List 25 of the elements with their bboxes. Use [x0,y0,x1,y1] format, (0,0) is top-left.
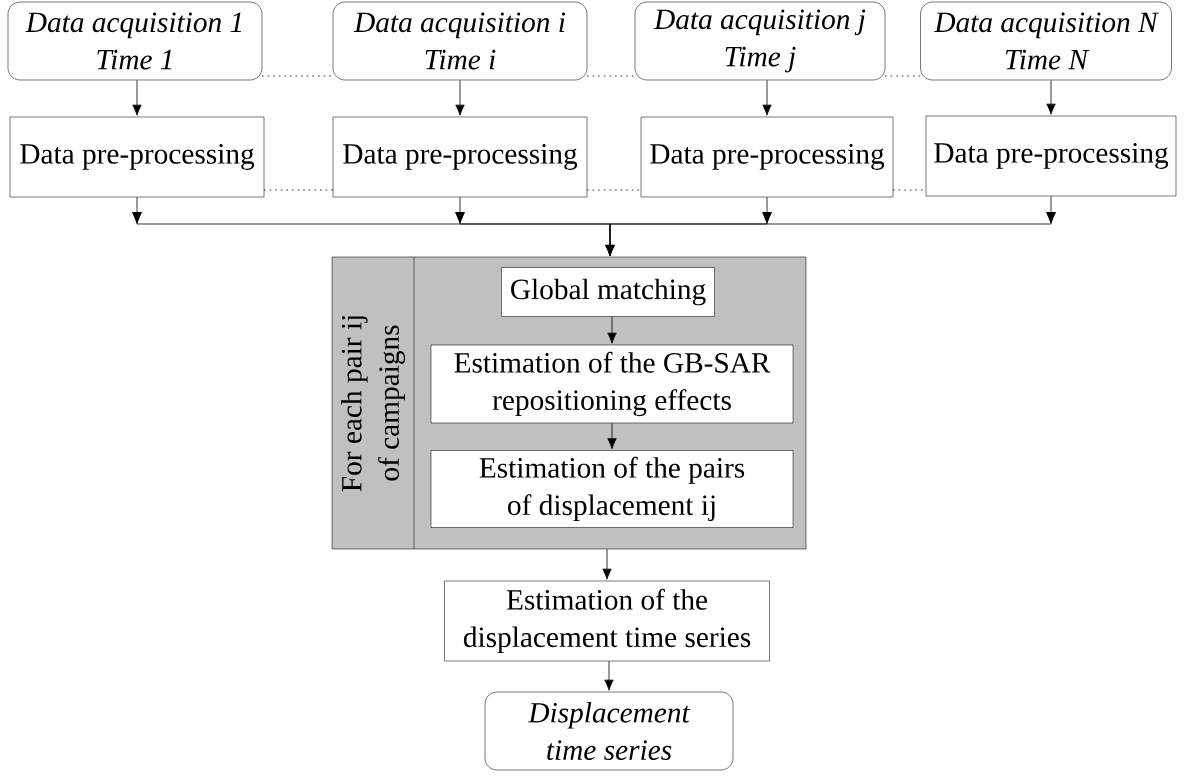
arrow [607,316,617,344]
process-box: Data pre-processing [9,116,265,198]
arrow [1046,79,1056,115]
dotted-line [263,189,334,191]
dotted-line [884,75,921,77]
rounded-box: Data acquisition 1 Time 1 [7,1,263,81]
process-box: Data pre-processing [332,116,588,198]
arrow [607,422,617,450]
arrow [604,660,614,691]
arrow [455,79,465,116]
arrow [602,548,612,580]
process-box: Data pre-processing [640,116,894,198]
process-box: Global matching [501,267,715,317]
process-box: Estimation of the GB-SAR repositioning effects [430,344,794,424]
rounded-box: Displacement time series [484,691,734,771]
process-box: Estimation of the pairs of displacement ij [430,450,794,528]
process-box: Estimation of the displacement time series [444,580,770,662]
rounded-box: Data acquisition j Time j [634,1,886,81]
arrow [605,195,1056,256]
rounded-box: Data acquisition N Time N [920,1,1172,81]
arrow [132,79,142,116]
dotted-line [586,75,636,77]
process-box: Data pre-processing [925,115,1177,197]
rounded-box: Data acquisition i Time i [332,1,588,81]
arrow [762,79,772,116]
